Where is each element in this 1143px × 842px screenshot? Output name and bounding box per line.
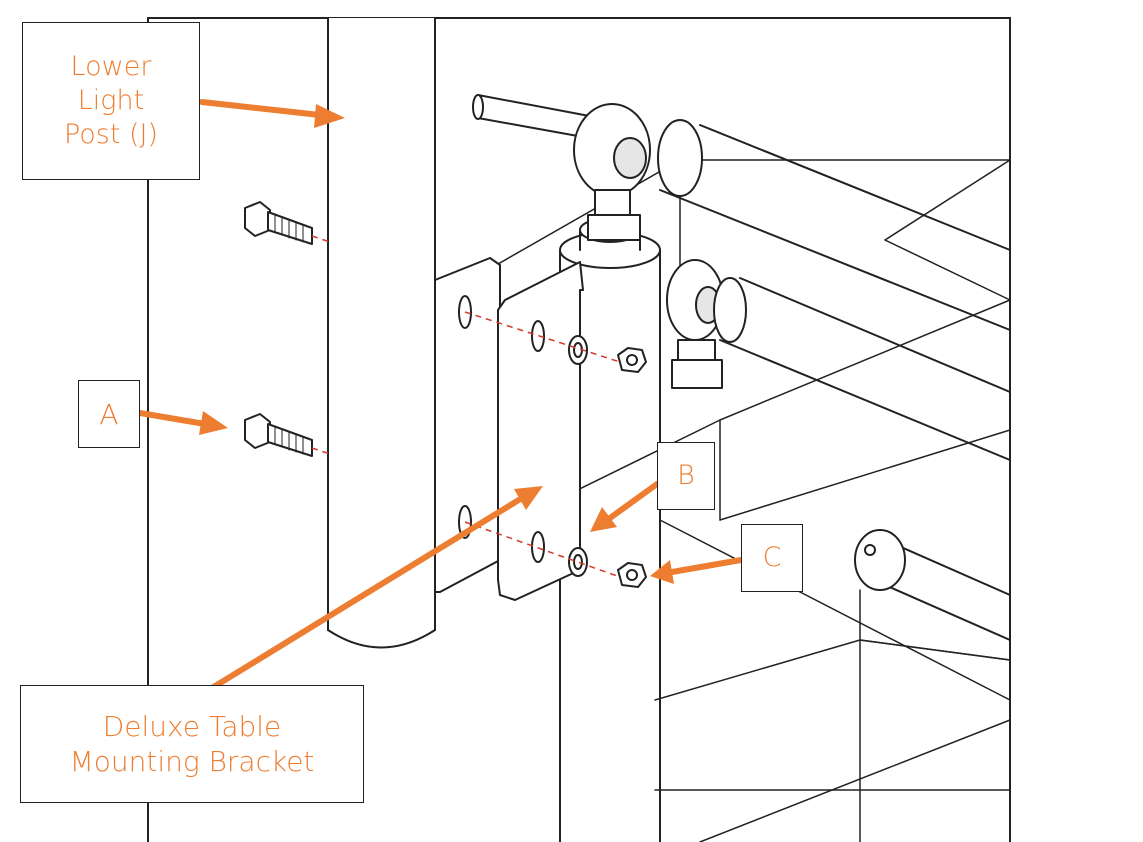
label-mounting-bracket-text: Deluxe Table Mounting Bracket <box>69 710 315 778</box>
nut-lower <box>617 562 647 588</box>
shaft-collar <box>854 529 1011 842</box>
arrow-to-washer <box>590 481 660 532</box>
bolt-lower <box>244 413 313 457</box>
arrow-to-bracket <box>173 486 543 713</box>
label-lower-light-post: Lower Light Post (J) <box>22 22 200 180</box>
label-hardware-c-text: C <box>762 542 782 574</box>
washer-lower <box>568 547 588 577</box>
horizontal-tube-upper <box>657 119 1011 331</box>
rod-end-upper <box>472 94 651 241</box>
horizontal-tube-lower <box>713 277 1011 461</box>
assembly-axes <box>311 235 621 578</box>
bracket-front-plate <box>497 261 584 601</box>
callout-arrows <box>137 99 744 713</box>
label-hardware-a: A <box>78 380 140 448</box>
bolt-upper <box>244 201 313 245</box>
label-mounting-bracket: Deluxe Table Mounting Bracket <box>20 685 364 803</box>
label-hardware-b: B <box>657 442 715 510</box>
arrow-to-bolt <box>137 410 228 435</box>
label-hardware-a-text: A <box>99 397 119 431</box>
label-hardware-c: C <box>741 524 803 592</box>
lower-light-post <box>327 17 436 649</box>
label-lower-light-post-text: Lower Light Post (J) <box>63 51 159 150</box>
arrow-to-light-post <box>199 99 345 128</box>
nut-upper <box>617 347 647 373</box>
arrow-to-nut <box>650 557 744 584</box>
label-hardware-b-text: B <box>677 460 695 492</box>
washer-upper <box>568 335 588 365</box>
